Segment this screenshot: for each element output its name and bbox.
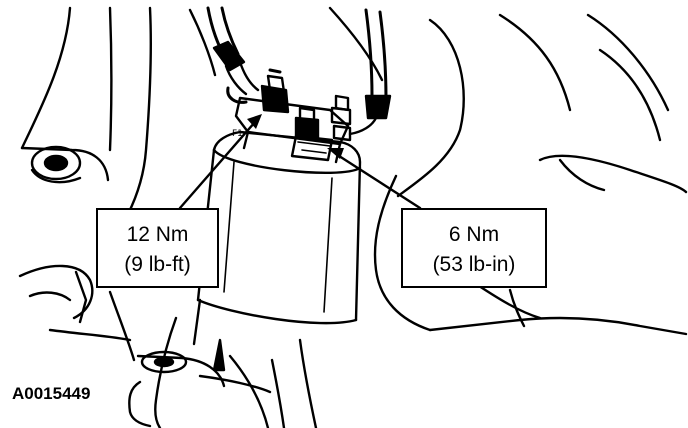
engine-contours bbox=[126, 6, 670, 216]
svg-text:F1: F1 bbox=[232, 129, 243, 139]
torque-callout-small-terminal: 6 Nm (53 lb-in) bbox=[401, 208, 547, 288]
torque-imperial-label: (9 lb-ft) bbox=[124, 253, 191, 276]
figure-code: A0015449 bbox=[12, 384, 91, 403]
large-terminal-nut bbox=[260, 68, 290, 114]
battery-cable bbox=[206, 6, 260, 104]
leader-arrow-right bbox=[327, 148, 422, 210]
right-panel bbox=[373, 154, 688, 336]
figure-code-bracket bbox=[128, 380, 152, 428]
left-bracket bbox=[20, 6, 113, 184]
ignition-wire bbox=[348, 8, 392, 136]
torque-imperial-label: (53 lb-in) bbox=[432, 253, 516, 276]
lower-mount bbox=[136, 298, 318, 428]
torque-callout-large-terminal: 12 Nm (9 lb-ft) bbox=[96, 208, 219, 288]
left-lower-component bbox=[18, 264, 136, 362]
small-terminal-nut bbox=[294, 106, 320, 140]
third-terminal-stud bbox=[330, 94, 352, 142]
leader-arrow-left bbox=[178, 114, 262, 210]
torque-nm-label: 12 Nm bbox=[126, 223, 189, 246]
torque-nm-label: 6 Nm bbox=[448, 223, 500, 246]
